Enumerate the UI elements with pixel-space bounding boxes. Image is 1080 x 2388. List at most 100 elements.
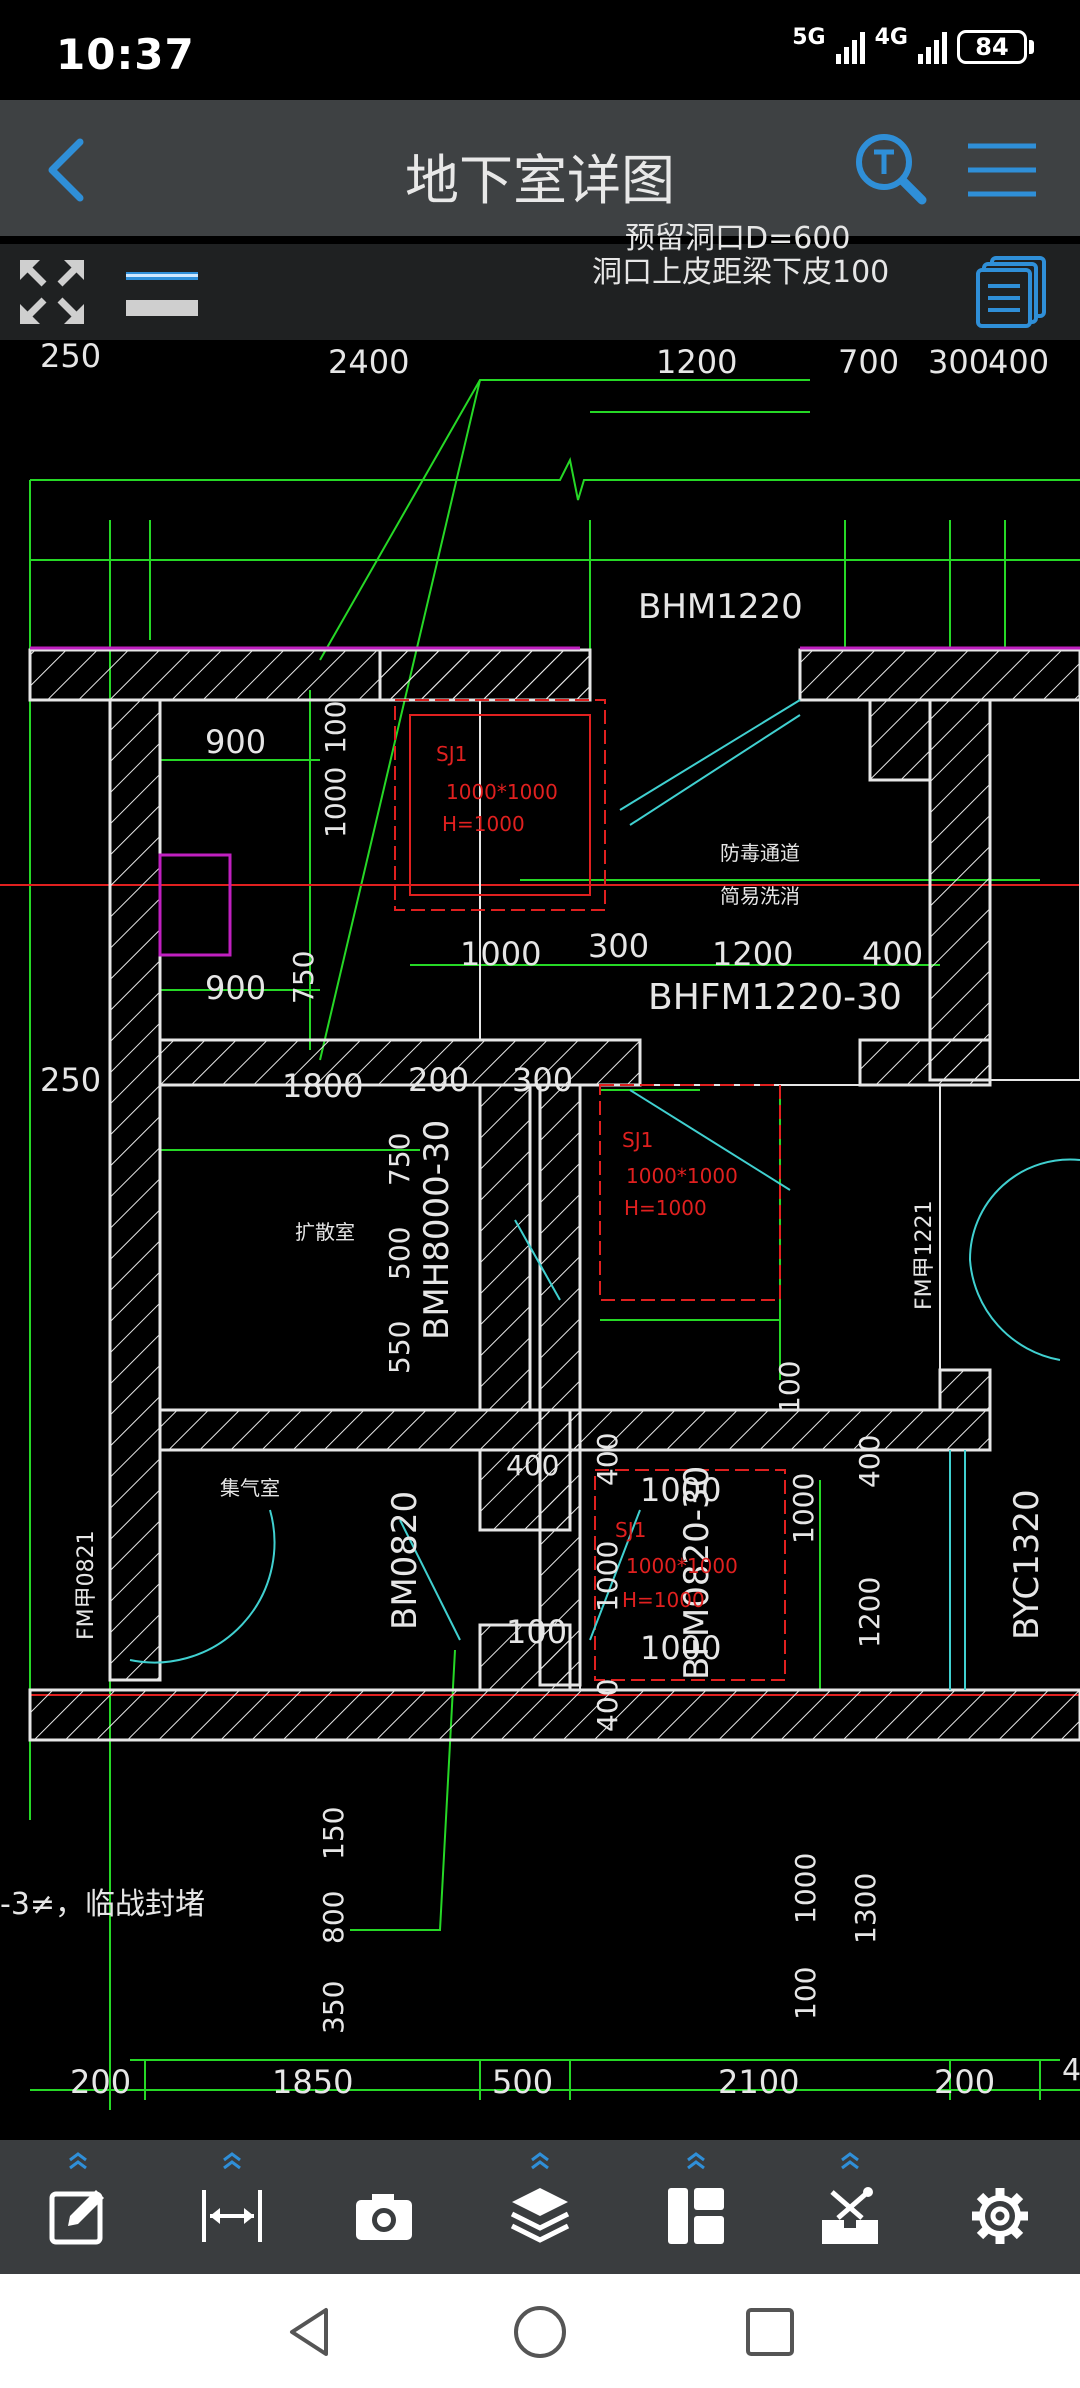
dim-400d: 400	[853, 1434, 886, 1488]
dim-150: 150	[317, 1806, 350, 1860]
dim-400a: 400	[862, 935, 924, 973]
dim-500: 500	[383, 1226, 416, 1280]
door-label-bhm1220: BHM1220	[638, 587, 803, 627]
chevron-up-icon	[69, 2152, 87, 2170]
signal-4g-icon	[918, 30, 947, 64]
measure-icon	[202, 2190, 262, 2242]
dim-100c: 100	[773, 1360, 806, 1414]
network-5g-label: 5G	[792, 24, 826, 50]
edit-tool[interactable]	[18, 2140, 138, 2274]
dim-bottom-200a: 200	[70, 2063, 132, 2101]
dim-bottom-2100: 2100	[718, 2063, 800, 2101]
dim-750b: 750	[383, 1132, 416, 1186]
page-title: 地下室详图	[405, 149, 675, 212]
door-label-fm1221: FM甲1221	[912, 1200, 937, 1310]
dim-100b: 100	[506, 1613, 568, 1651]
leader-lines	[319, 379, 810, 1931]
chevron-up-icon	[531, 2152, 549, 2170]
dim-bottom-4: 4	[1062, 2053, 1080, 2088]
edit-icon	[49, 2190, 104, 2245]
dim-bottom-1850: 1850	[272, 2063, 354, 2101]
line-weight-icon[interactable]	[122, 264, 202, 320]
dim-800: 800	[317, 1890, 350, 1944]
nav-home-icon[interactable]	[510, 2302, 570, 2362]
text-search-icon[interactable]	[850, 128, 930, 208]
dim-550: 550	[383, 1320, 416, 1374]
dim-350: 350	[317, 1980, 350, 2034]
battery-icon: 84	[957, 30, 1027, 64]
settings-icon	[972, 2188, 1028, 2244]
dim-top-400: 400	[988, 343, 1050, 381]
view-toolbar	[0, 244, 1080, 340]
door-label-fm0821: FM甲0821	[74, 1530, 99, 1640]
dim-1200b: 1200	[853, 1576, 886, 1648]
dim-100a: 100	[319, 700, 352, 754]
dim-top-300: 300	[928, 343, 990, 381]
network-4g-label: 4G	[874, 24, 908, 50]
app-header: 地下室详图	[0, 100, 1080, 236]
concrete-walls	[28, 648, 1080, 1742]
magenta-accents	[30, 646, 1080, 957]
door-swings	[129, 699, 1080, 1690]
bottom-toolbar	[0, 2140, 1080, 2274]
signal-5g-icon	[835, 30, 865, 64]
nav-back-icon[interactable]	[280, 2302, 340, 2362]
sj-label-1: SJ1	[436, 742, 468, 766]
sj-boxes	[394, 699, 786, 1681]
layers-icon	[510, 2188, 570, 2243]
dim-1000a: 1000	[319, 766, 352, 838]
tools-icon	[822, 2187, 878, 2244]
layout-tool[interactable]	[636, 2140, 756, 2274]
layers-tool[interactable]	[480, 2140, 600, 2274]
measure-tool[interactable]	[172, 2140, 292, 2274]
room-label-gas-collect: 集气室	[220, 1476, 280, 1500]
dim-1000d: 1000	[640, 1629, 722, 1667]
chevron-up-icon	[687, 2152, 705, 2170]
dim-1000b: 1000	[460, 935, 542, 973]
zoom-extents-icon[interactable]	[16, 256, 88, 328]
note-war-seal: -3≠，临战封堵	[0, 1887, 206, 1922]
hamburger-menu-icon[interactable]	[962, 130, 1042, 210]
dim-400b: 400	[591, 1432, 624, 1486]
chevron-left-icon[interactable]	[30, 130, 110, 210]
status-indicators: 5G 4G 84	[792, 25, 1034, 64]
dim-900a: 900	[205, 723, 267, 761]
floor-plan-drawing	[0, 379, 1080, 2110]
dim-250b: 250	[40, 1061, 102, 1099]
tools-tool[interactable]	[790, 2140, 910, 2274]
chevron-up-icon	[841, 2152, 859, 2170]
dim-750a: 750	[287, 950, 320, 1004]
dim-top-2400: 2400	[328, 343, 410, 381]
sj-label-2: SJ1	[622, 1128, 654, 1152]
layout-icon	[668, 2188, 724, 2244]
dim-top-700: 700	[838, 343, 900, 381]
dim-1000e: 1000	[787, 1472, 820, 1544]
dim-300a: 300	[588, 927, 650, 965]
door-label-byc1320: BYC1320	[1007, 1489, 1047, 1640]
battery-tip	[1029, 40, 1034, 54]
camera-tool[interactable]	[324, 2140, 444, 2274]
dim-100d: 100	[789, 1966, 822, 2020]
sj-size-1: 1000*1000	[446, 780, 558, 804]
door-label-bmh8000-30: BMH8000-30	[417, 1119, 457, 1340]
dim-400e: 400	[506, 1449, 560, 1482]
status-bar: 10:37 5G 4G 84	[0, 0, 1080, 100]
dim-400c: 400	[591, 1678, 624, 1732]
document-list-icon[interactable]	[974, 254, 1050, 330]
room-label-decon: 简易洗消	[720, 884, 800, 908]
dim-300b: 300	[512, 1061, 574, 1099]
camera-icon	[356, 2194, 412, 2240]
dim-1000g: 1000	[789, 1852, 822, 1924]
nav-recents-icon[interactable]	[740, 2302, 800, 2362]
door-label-bm0820: BM0820	[385, 1490, 425, 1630]
dim-top-1200: 1200	[656, 343, 738, 381]
room-label-expansion: 扩散室	[295, 1220, 355, 1244]
dim-1200a: 1200	[712, 935, 794, 973]
sj-size-2: 1000*1000	[626, 1164, 738, 1188]
dim-200a: 200	[408, 1061, 470, 1099]
settings-tool[interactable]	[940, 2140, 1060, 2274]
note-reserved-hole: 预留洞口D=600	[625, 221, 851, 256]
system-nav-bar	[0, 2274, 1080, 2388]
dim-1000c: 1000	[591, 1540, 624, 1612]
drawing-canvas[interactable]: 预留洞口D=600 洞口上皮距梁下皮100 -3≠，临战封堵 BHM1220 B…	[0, 224, 1080, 2140]
